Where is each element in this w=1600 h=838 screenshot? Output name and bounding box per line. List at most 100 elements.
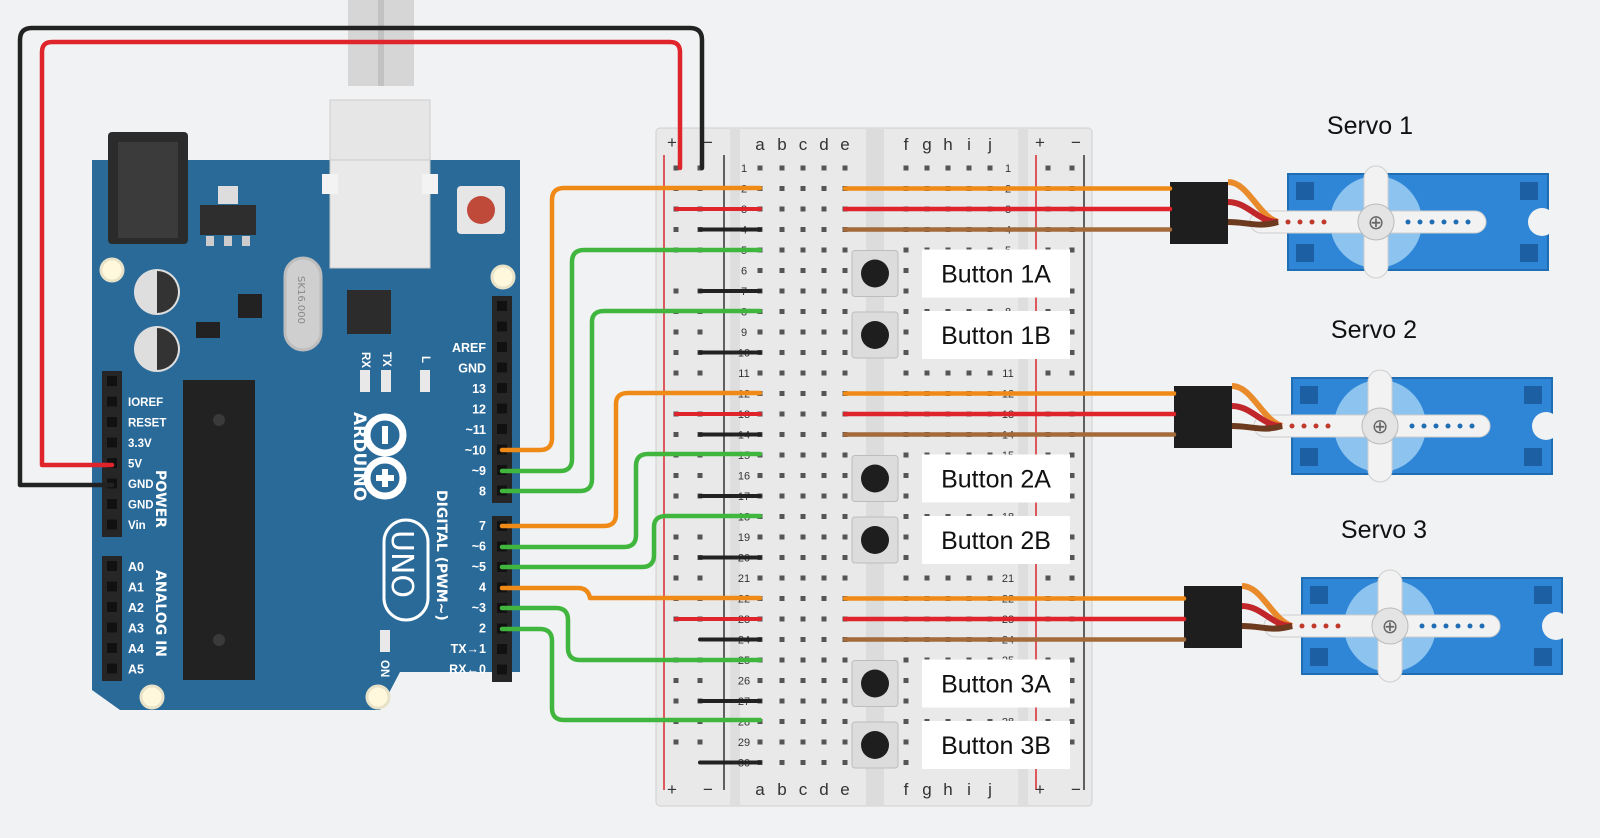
rail-label: − [1071, 780, 1081, 799]
power-header-pin [107, 376, 117, 386]
horn-hole [1335, 623, 1341, 629]
horn-hole [1433, 423, 1439, 429]
breadboard-hole [800, 616, 806, 622]
digital-pin-label: TX→1 [451, 642, 486, 656]
horn-hole [1323, 623, 1329, 629]
wire-servo2-signal [499, 390, 763, 529]
breadboard-hole [757, 678, 763, 683]
servo-connector [1174, 386, 1232, 448]
breadboard-hole [903, 657, 909, 663]
breadboard-hole [779, 432, 785, 437]
breadboard-hole [779, 309, 785, 314]
breadboard-hole [842, 555, 848, 560]
breadboard-hole [842, 678, 848, 683]
breadboard-hole [757, 534, 763, 540]
pushbutton-cap [861, 464, 889, 493]
breadboard-hole [757, 329, 763, 335]
breadboard-hole [800, 391, 806, 396]
servo-hub [1371, 607, 1409, 645]
servo-slot [1528, 208, 1556, 236]
horn-hole [1311, 623, 1317, 629]
breadboard-hole [779, 678, 785, 683]
horn-hole [1313, 423, 1319, 429]
breadboard-hole [779, 514, 785, 519]
rail-hole [1069, 329, 1075, 335]
digital-pin-label: ~3 [472, 601, 486, 615]
wire-gnd [17, 25, 705, 488]
servo-3: ⊕Servo 3 [1184, 516, 1570, 683]
rail-hole [697, 575, 703, 581]
row-number: 21 [1002, 573, 1014, 585]
digital-header-bottom [492, 516, 512, 682]
breadboard-hole [800, 555, 806, 560]
plus-screw-icon: ⊕ [1368, 210, 1385, 234]
horn-hole [1455, 623, 1461, 629]
breadboard-hole [842, 165, 848, 171]
pushbutton-1: Button 1B [851, 311, 1070, 359]
rail-label: + [1035, 133, 1045, 152]
breadboard-hole [779, 268, 785, 273]
breadboard-hole [757, 473, 763, 478]
breadboard-hole [821, 350, 827, 355]
horn-hole [1445, 423, 1451, 429]
breadboard-hole [821, 391, 827, 396]
rail-hole [1069, 534, 1075, 540]
row-number: 11 [1002, 368, 1013, 380]
breadboard-hole [779, 370, 785, 376]
column-label: d [819, 135, 828, 154]
rail-hole [697, 370, 703, 376]
breadboard-hole [821, 268, 827, 273]
breadboard-hole [800, 288, 806, 294]
breadboard-hole [800, 473, 806, 478]
breadboard-hole [779, 186, 785, 191]
breadboard-hole [800, 637, 806, 642]
breadboard-hole [800, 534, 806, 540]
power-pin-label: 5V [128, 459, 142, 471]
digital-pin-label: GND [458, 362, 486, 376]
breadboard-hole [800, 370, 806, 376]
rail-hole [1069, 678, 1075, 683]
breadboard-hole [945, 165, 951, 171]
breadboard-hole [800, 329, 806, 335]
breadboard-hole [779, 698, 785, 704]
servo-mount [1296, 182, 1314, 200]
breadboard-hole [821, 678, 827, 683]
analog-header [102, 556, 122, 681]
servo-mount [1524, 386, 1542, 404]
breadboard-hole [800, 432, 806, 437]
column-label: f [904, 135, 909, 154]
column-label: j [987, 135, 992, 154]
digital-pin-label: 8 [479, 485, 486, 499]
breadboard-hole [821, 309, 827, 314]
breadboard-hole [987, 370, 993, 376]
servo-mount [1520, 244, 1538, 262]
row-number: 21 [738, 573, 750, 585]
digital-pin-label: 4 [479, 581, 486, 595]
breadboard-hole [779, 411, 785, 417]
rail-hole [697, 473, 703, 478]
column-label: f [904, 780, 909, 799]
analog-pin-label: A0 [128, 560, 144, 574]
column-label: e [840, 780, 849, 799]
digital-pin-label: 2 [479, 622, 486, 636]
servo-label: Servo 1 [1327, 112, 1413, 140]
breadboard-hole [966, 575, 972, 581]
breadboard-hole [842, 329, 848, 335]
breadboard-hole [821, 616, 827, 622]
rail-hole [697, 329, 703, 335]
analog-header-pin [107, 561, 117, 571]
digital-header-top-pin [497, 362, 507, 373]
breadboard-hole [779, 719, 785, 724]
servo-slot [1542, 612, 1570, 640]
horn-hole [1465, 219, 1471, 225]
servo-mount [1310, 648, 1328, 666]
breadboard-hole [842, 473, 848, 478]
horn-hole [1301, 423, 1307, 429]
digital-header-top-pin [497, 403, 507, 414]
plus-screw-icon: ⊕ [1372, 414, 1389, 438]
column-label: e [840, 135, 849, 154]
breadboard-hole [842, 288, 848, 294]
arduino-logo [363, 413, 407, 500]
horn-hole [1297, 219, 1303, 225]
horn-hole [1431, 623, 1437, 629]
